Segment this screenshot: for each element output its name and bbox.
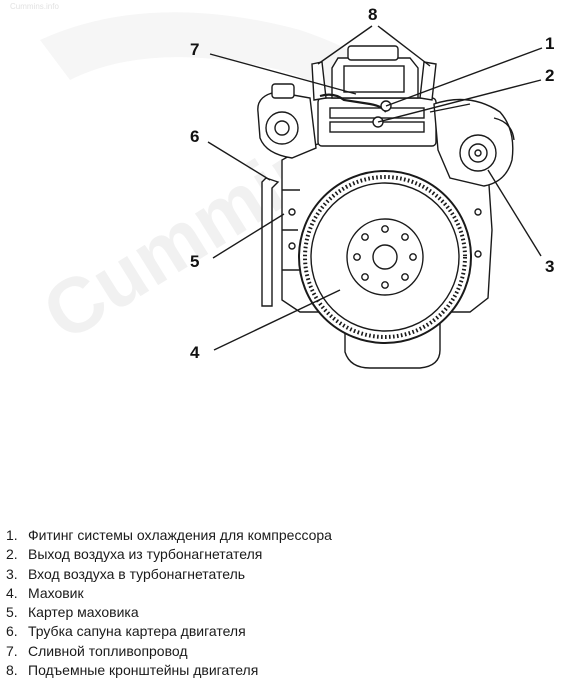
- legend-item: 3. Вход воздуха в турбонагнетатель: [6, 565, 562, 584]
- leader-lines: [207, 25, 543, 351]
- callout-7: 7: [190, 40, 199, 59]
- legend-text: Картер маховика: [28, 604, 139, 621]
- callout-1: 1: [545, 34, 554, 53]
- legend-number: 8.: [6, 662, 18, 679]
- legend-number: 3.: [6, 565, 18, 582]
- callout-2: 2: [545, 66, 554, 85]
- legend-item: 2. Выход воздуха из турбонагнетателя: [6, 545, 562, 564]
- legend-item: 8. Подъемные кронштейны двигателя: [6, 661, 562, 680]
- legend-item: 4. Маховик: [6, 584, 562, 603]
- callout-5: 5: [190, 252, 199, 271]
- callout-6: 6: [190, 127, 199, 146]
- legend-number: 1.: [6, 527, 18, 543]
- legend-item: 6. Трубка сапуна картера двигателя: [6, 622, 562, 641]
- callout-4: 4: [190, 343, 200, 362]
- lifting-bracket-left: [311, 61, 327, 101]
- legend-text: Подъемные кронштейны двигателя: [28, 662, 259, 679]
- legend-number: 5.: [6, 604, 18, 621]
- legend-list: 1. Фитинг системы охлаждения для компресс…: [6, 526, 562, 680]
- watermark-small: Cummins.info: [10, 2, 59, 11]
- legend-item: 1. Фитинг системы охлаждения для компресс…: [6, 526, 562, 545]
- legend-text: Вход воздуха в турбонагнетатель: [28, 565, 246, 582]
- engine-illustration: [257, 45, 515, 369]
- flywheel: [298, 170, 472, 344]
- callout-3: 3: [545, 257, 554, 276]
- legend-number: 7.: [6, 642, 18, 659]
- legend-text: Трубка сапуна картера двигателя: [28, 623, 246, 640]
- breather-tube: [261, 177, 280, 307]
- legend-number: 6.: [6, 623, 18, 640]
- legend-number: 4.: [6, 584, 18, 601]
- legend-text: Сливной топливопровод: [28, 642, 188, 659]
- legend-number: 2.: [6, 546, 18, 563]
- callout-8: 8: [368, 5, 377, 24]
- legend-item: 7. Сливной топливопровод: [6, 642, 562, 661]
- callout-labels: 1 2 3 4 5 6 7 8: [190, 5, 554, 362]
- lifting-bracket-right: [419, 61, 437, 101]
- legend-text: Фитинг системы охлаждения для компрессор…: [28, 527, 332, 543]
- legend-item: 5. Картер маховика: [6, 603, 562, 622]
- legend-text: Выход воздуха из турбонагнетателя: [28, 546, 263, 563]
- legend-text: Маховик: [28, 584, 84, 601]
- engine-diagram: Cummins.info Cummins: [10, 2, 554, 369]
